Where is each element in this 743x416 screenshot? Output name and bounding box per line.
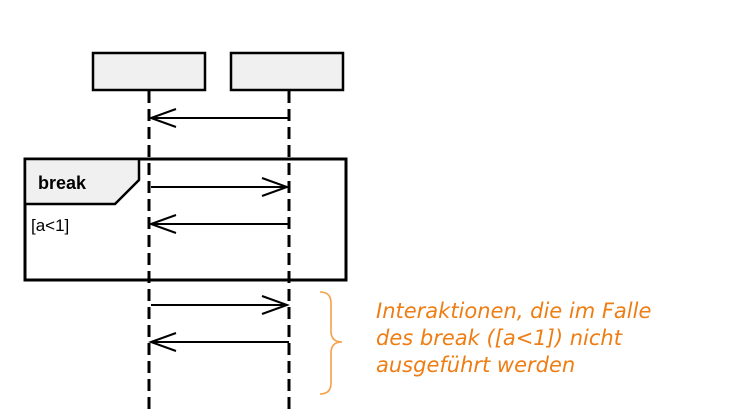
message-call-2 [151,177,290,197]
lifeline-head-right [229,51,345,92]
fragment-guard: [a<1] [31,216,69,235]
fragment-operator: break [38,173,87,193]
annotation-note-line: Interaktionen, die im Falle [376,299,652,323]
open-arrowhead-icon [148,108,177,128]
fragment-operator-tab [23,157,141,206]
open-arrowhead-icon [148,332,177,352]
message-reply-1 [148,108,289,128]
message-call-4 [151,295,290,315]
fragment-frame [23,157,348,282]
message-reply-3 [148,214,289,234]
message-reply-5 [148,332,289,352]
annotation-note-line: des break ([a<1]) nicht [376,326,622,350]
annotation-note-line: ausgeführt werden [376,353,576,377]
annotation-note: Interaktionen, die im Falle des break ([… [376,298,726,379]
open-arrowhead-icon [261,295,290,315]
break-fragment: break [a<1] [23,157,348,282]
open-arrowhead-icon [261,177,290,197]
lifeline-head-left [91,51,207,92]
open-arrowhead-icon [148,214,177,234]
curly-brace-icon [319,291,343,395]
